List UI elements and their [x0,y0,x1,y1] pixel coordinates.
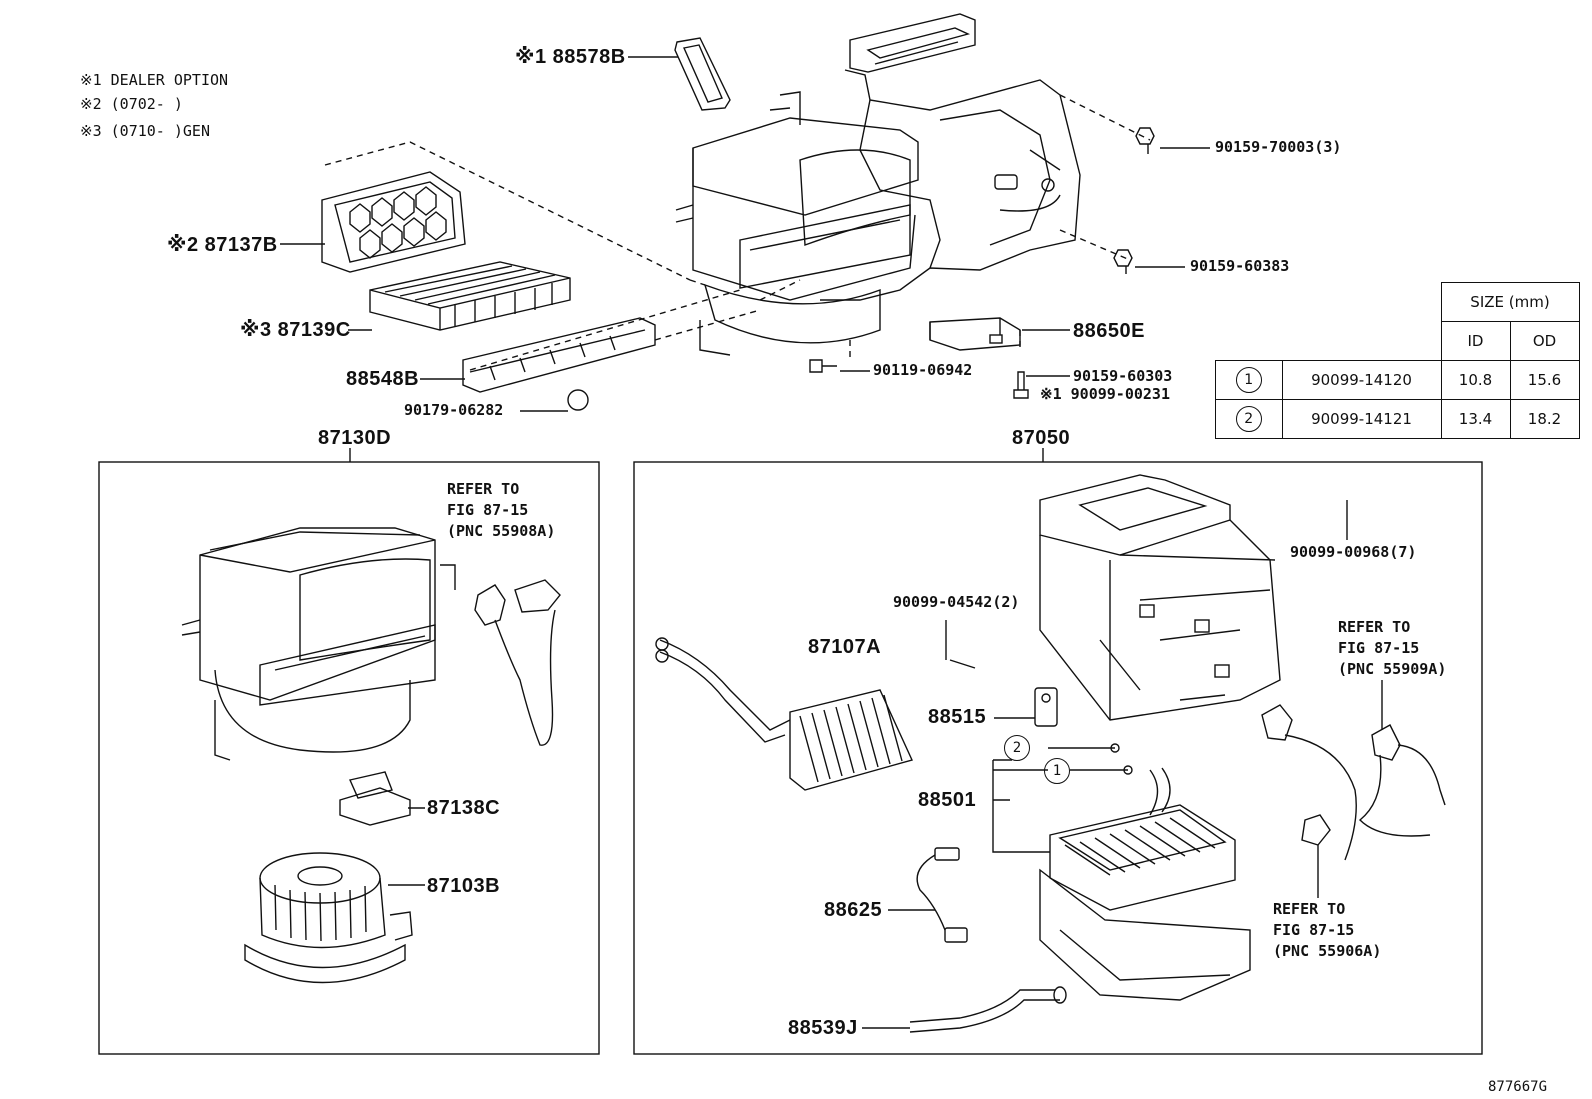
label-90179-06282: 90179-06282 [404,401,504,419]
servo-motors-right-drawing [1261,704,1446,861]
label-90099-00231: ※1 90099-00231 [1040,385,1170,403]
filter-element-87139c-drawing [369,261,571,331]
label-87139c: ※3 87139C [240,319,351,341]
lower-case-drawing [1039,868,1251,1001]
servo-motor-left-drawing [474,579,561,746]
blower-motor-87103b-drawing [244,852,413,984]
filter-frame-87137b-drawing [321,171,466,273]
leader-lines-left [388,807,425,886]
note-dealer-option: ※1 DEALER OPTION [80,71,229,89]
cover-88548b-drawing [462,317,656,393]
heater-unit-assembly-drawing [675,13,1081,356]
label-88578b: ※1 88578B [515,46,626,68]
row-od: 15.6 [1509,360,1580,400]
label-87130d: 87130D [318,427,392,449]
row-id: 10.8 [1440,360,1511,400]
refer-55908a: REFER TO FIG 87-15 (PNC 55908A) [447,480,556,540]
refer-55906a: REFER TO FIG 87-15 (PNC 55906A) [1273,900,1382,960]
label-87107a: 87107A [808,636,882,658]
row-part: 90099-14121 [1281,399,1442,439]
label-90159-60303: 90159-60303 [1073,367,1173,385]
evaporator-88501-drawing [1049,767,1236,911]
note-0710-gen: ※3 (0710- )GEN [80,122,210,140]
label-90099-04542: 90099-04542(2) [893,593,1020,611]
label-88539j: 88539J [788,1017,858,1039]
callout-circle-2: 2 [1004,735,1030,761]
callout-1-text: 1 [1044,758,1070,784]
group-frame-87050 [633,461,1483,1055]
resistor-87138c-drawing [339,771,411,826]
row-mark: 1 [1235,367,1262,393]
sensor-88625-drawing [916,847,968,943]
fasteners-top-drawing [567,127,1155,411]
filter-guide-lines [324,94,1151,371]
label-87050: 87050 [1012,427,1071,449]
row-mark: 2 [1235,406,1262,432]
label-90159-70003: 90159-70003(3) [1215,138,1342,156]
label-88548b: 88548B [346,368,420,390]
refer-55909a: REFER TO FIG 87-15 (PNC 55909A) [1338,618,1447,678]
expansion-valve-88515-drawing [949,659,1133,775]
label-87137b: ※2 87137B [167,234,278,256]
row-part: 90099-14120 [1281,360,1442,400]
size-col-id: ID [1440,321,1511,361]
bracket-88650e-drawing [929,317,1021,351]
leader-lines-right [862,500,1383,1029]
table-row: 2 90099-14121 13.4 18.2 [1215,399,1580,439]
size-table-header-row: SIZE (mm) [1216,282,1580,322]
label-90119-06942: 90119-06942 [873,361,973,379]
blower-housing-drawing [181,527,456,761]
size-header: SIZE (mm) [1440,282,1580,322]
size-col-od: OD [1509,321,1580,361]
note-0702: ※2 (0702- ) [80,95,183,113]
row-id: 13.4 [1440,399,1511,439]
table-row: 1 90099-14120 10.8 15.6 [1215,360,1580,400]
size-table-subheader-row: ID OD [1216,321,1580,361]
group-frame-87130d [98,461,600,1055]
label-88501: 88501 [918,789,977,811]
label-88625: 88625 [824,899,883,921]
label-88650e: 88650E [1073,320,1145,342]
row-od: 18.2 [1509,399,1580,439]
label-87138c: 87138C [427,797,501,819]
gasket-88578b-drawing [674,37,731,111]
label-90099-00968: 90099-00968(7) [1290,543,1417,561]
callout-circle-1: 1 [1044,758,1070,784]
evaporator-housing-drawing [1039,474,1281,721]
callout-2-text: 2 [1004,735,1030,761]
leader-lines-top [280,56,1210,412]
figure-id: 877667G [1488,1079,1548,1095]
label-87103b: 87103B [427,875,501,897]
heater-core-87107a-drawing [655,637,913,791]
drain-hose-88539j-drawing [909,986,1067,1033]
label-90159-60383: 90159-60383 [1190,257,1290,275]
label-88515: 88515 [928,706,987,728]
size-table: SIZE (mm) ID OD 1 90099-14120 10.8 15.6 … [1215,282,1580,439]
